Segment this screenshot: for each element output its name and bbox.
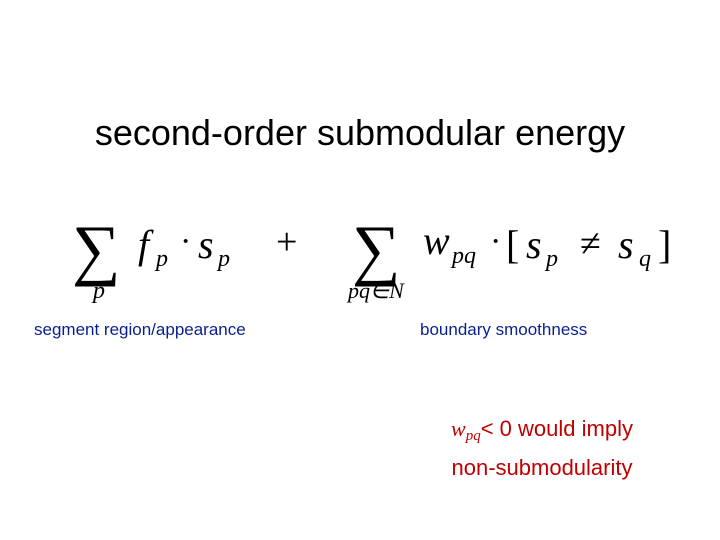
term-f-sub: p (154, 246, 168, 272)
sum-index-2: pq∈N (346, 278, 405, 303)
term-s: s (198, 222, 214, 267)
term-w-sub: pq (450, 243, 476, 269)
term-f: f (138, 222, 154, 267)
note-line-2: non-submodularity (451, 455, 633, 480)
label-segment-region: segment region/appearance (34, 320, 246, 339)
term-w: w (423, 218, 450, 263)
term-s-right-sub: q (639, 246, 651, 272)
sum-symbol-1: ∑ (72, 211, 120, 287)
dot-1: · (180, 223, 191, 260)
sum-index-1: p (91, 278, 105, 304)
slide-title: second-order submodular energy (94, 112, 626, 153)
note-line-1: wpq< 0 would imply (422, 413, 662, 452)
term-s-right: s (618, 222, 634, 267)
plus-sign: + (276, 221, 297, 263)
note-line-1-text: < 0 would imply (480, 416, 633, 441)
term-s-left-sub: p (544, 246, 558, 272)
submodularity-note: wpq< 0 would imply non-submodularity (422, 413, 662, 483)
note-symbol: w (451, 416, 466, 441)
dot-2: · (490, 223, 501, 260)
term-s-sub: p (216, 246, 230, 272)
neq-sign: ≠ (580, 223, 601, 265)
label-boundary-smoothness: boundary smoothness (420, 320, 588, 339)
sum-symbol-2: ∑ (352, 211, 400, 287)
open-bracket: [ (506, 222, 519, 267)
term-s-left: s (526, 222, 542, 267)
note-symbol-sub: pq (465, 428, 481, 444)
close-bracket: ] (658, 222, 671, 267)
energy-formula: ∑ p f p · s p + ∑ pq∈N w pq · [ s p ≠ s … (72, 211, 671, 304)
